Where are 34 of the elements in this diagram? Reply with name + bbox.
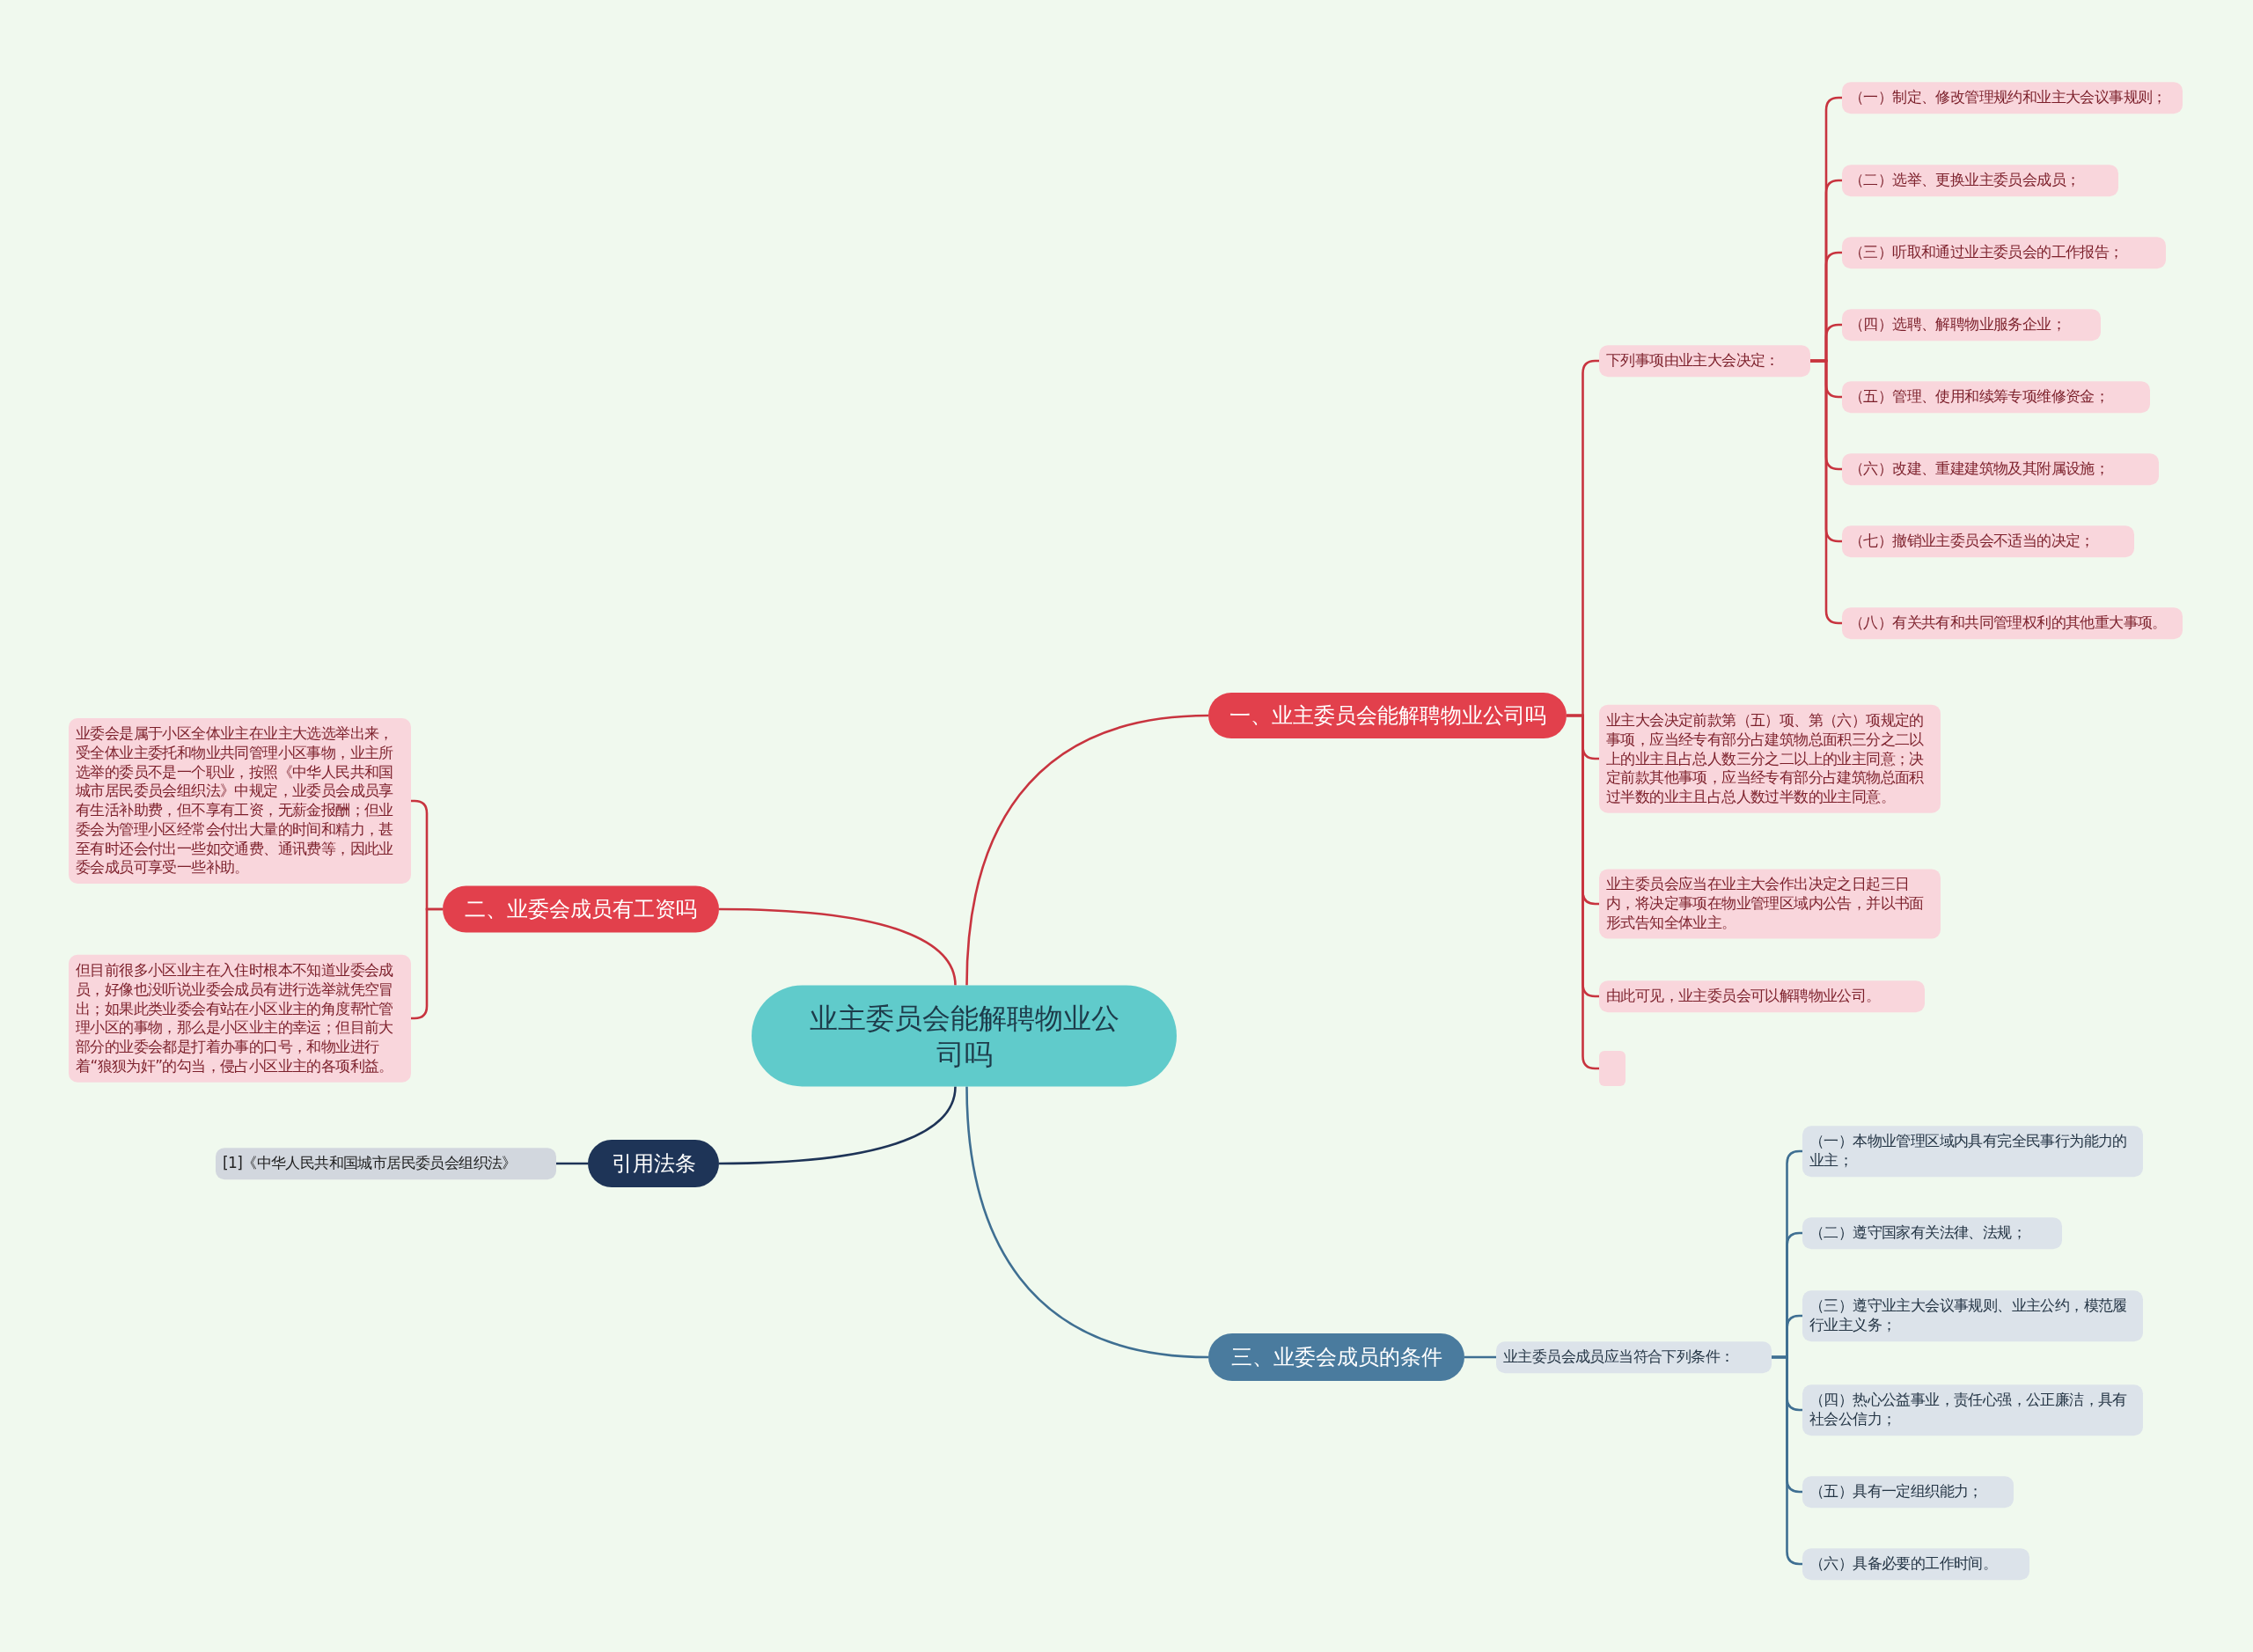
leaf-box: （四）热心公益事业，责任心强，公正廉洁，具有社会公信力； bbox=[1802, 1384, 2143, 1435]
branch-topic: 三、业委会成员的条件 bbox=[1208, 1333, 1464, 1381]
connector-line bbox=[556, 1162, 588, 1165]
subtopic-box: 下列事项由业主大会决定： bbox=[1599, 345, 1810, 377]
leaf-box: [1]《中华人民共和国城市居民委员会组织法》 bbox=[216, 1148, 556, 1179]
leaf-box: （五）具有一定组织能力； bbox=[1802, 1476, 2014, 1508]
leaf-box: 业委会是属于小区全体业主在业主大选选举出来，受全体业主委托和物业共同管理小区事物，业主所选举的委员不是一个职业，按照《中华人民共和国城市居民委员会组织法》中规定，业委员会成员享有生活补助费，但不享有工资，无薪金报酬；但业委会为管理小区经常会付出大量的时间和精力，甚至有时还会付出一些如交通费、通讯费等，因此业委会成员可享受一些补助。 bbox=[69, 718, 411, 884]
connector-line bbox=[718, 1086, 957, 1165]
empty-box bbox=[1599, 1051, 1626, 1086]
leaf-box: （四）选聘、解聘物业服务企业； bbox=[1842, 309, 2101, 341]
leaf-box: （二）选举、更换业主委员会成员； bbox=[1842, 165, 2118, 196]
leaf-box: 业主大会决定前款第（五）项、第（六）项规定的事项，应当经专有部分占建筑物总面积三分之二以上的业主且占总人数三分之二以上的业主同意；决定前款其他事项，应当经专有部分占建筑物总面积过半数的业主且占总人数过半数的业主同意。 bbox=[1599, 704, 1941, 813]
leaf-box: （一）制定、修改管理规约和业主大会议事规则； bbox=[1842, 82, 2183, 114]
leaf-box: （六）改建、重建建筑物及其附属设施； bbox=[1842, 453, 2159, 485]
leaf-box: （一）本物业管理区域内具有完全民事行为能力的业主； bbox=[1802, 1126, 2143, 1177]
connector-line bbox=[1464, 1355, 1496, 1359]
leaf-box: 由此可见，业主委员会可以解聘物业公司。 bbox=[1599, 980, 1925, 1012]
connector-line bbox=[965, 714, 1209, 986]
branch-topic: 二、业委会成员有工资吗 bbox=[443, 885, 719, 933]
branch-topic: 一、业主委员会能解聘物业公司吗 bbox=[1208, 693, 1567, 738]
leaf-box: （二）遵守国家有关法律、法规； bbox=[1802, 1217, 2062, 1249]
subtopic-box: 业主委员会成员应当符合下列条件： bbox=[1496, 1341, 1772, 1373]
leaf-box: （八）有关共有和共同管理权利的其他重大事项。 bbox=[1842, 607, 2183, 639]
leaf-box: （七）撤销业主委员会不适当的决定； bbox=[1842, 525, 2134, 557]
leaf-box: （三）听取和通过业主委员会的工作报告； bbox=[1842, 237, 2166, 268]
branch-topic: 引用法条 bbox=[588, 1140, 719, 1187]
connector-line bbox=[718, 907, 957, 986]
leaf-box: （五）管理、使用和续筹专项维修资金； bbox=[1842, 381, 2150, 413]
leaf-box: （六）具备必要的工作时间。 bbox=[1802, 1548, 2029, 1580]
leaf-box: 但目前很多小区业主在入住时根本不知道业委会成员，好像也没听说业委会成员有进行选举就凭空冒出；如果此类业委会有站在小区业主的角度帮忙管理小区的事物，那么是小区业主的幸运；但目前大部分的业委会都是打着办事的口号，和物业进行着“狼狈为奸”的勾当，侵占小区业主的各项利益。 bbox=[69, 954, 411, 1083]
central-topic: 业主委员会能解聘物业公司吗 bbox=[752, 985, 1177, 1087]
leaf-box: 业主委员会应当在业主大会作出决定之日起三日内，将决定事项在物业管理区域内公告，并以书面形式告知全体业主。 bbox=[1599, 869, 1941, 939]
leaf-box: （三）遵守业主大会议事规则、业主公约，模范履行业主义务； bbox=[1802, 1290, 2143, 1341]
connector-line bbox=[965, 1086, 1209, 1359]
